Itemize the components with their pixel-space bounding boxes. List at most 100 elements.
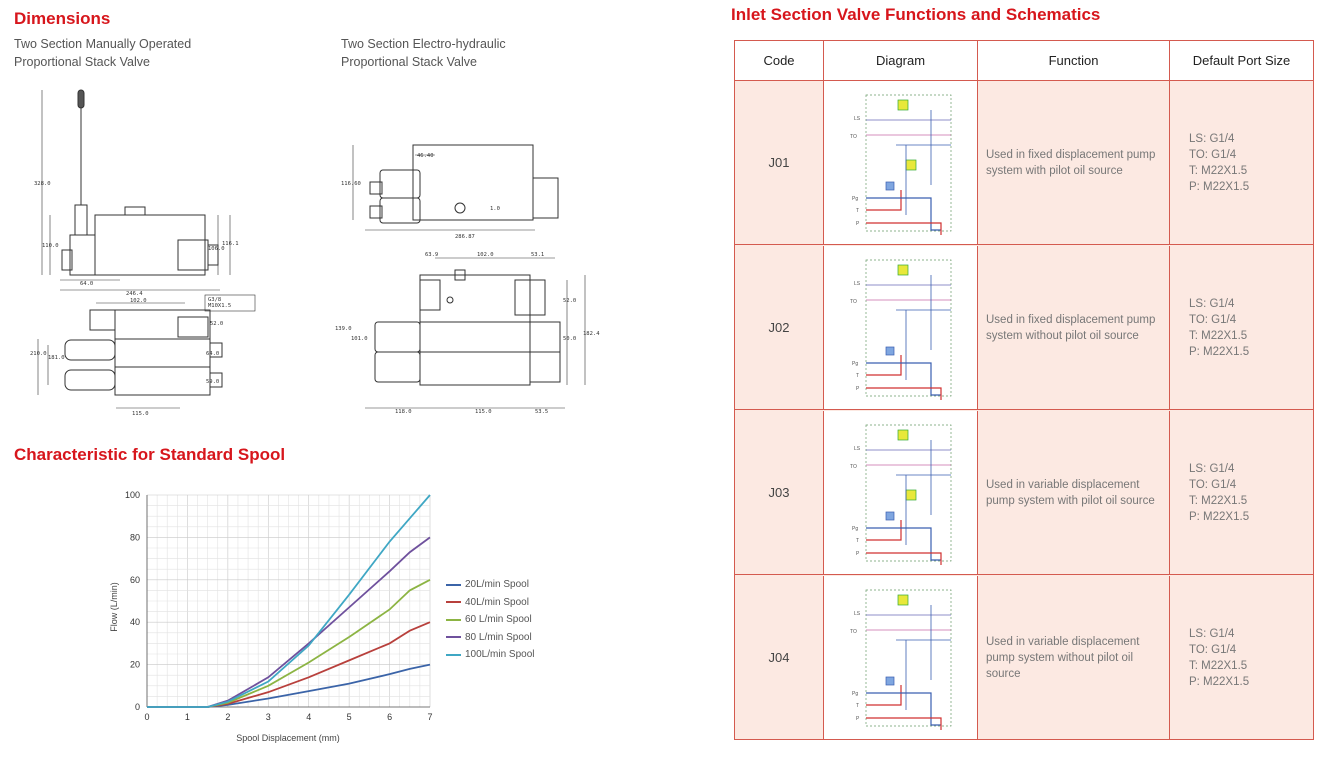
legend-item: 100L/min Spool xyxy=(446,646,535,664)
dim-label: 181.0 xyxy=(48,355,65,361)
dim-label: 64.0 xyxy=(206,351,219,357)
chart-legend: 20L/min Spool 40L/min Spool 60 L/min Spool… xyxy=(446,576,535,664)
hydraulic-schematic: LS TO PgT P xyxy=(850,589,951,730)
x-tick-label: 7 xyxy=(427,712,432,722)
row-function: Used in fixed displacement pump system w… xyxy=(978,246,1170,409)
dim-label: 102.0 xyxy=(130,298,147,304)
dim-label: 246.4 xyxy=(126,291,143,297)
port-label: LS xyxy=(854,281,861,287)
row-port-size: LS: G1/4 TO: G1/4 T: M22X1.5 P: M22X1.5 xyxy=(1189,627,1250,688)
y-tick-label: 100 xyxy=(125,490,140,500)
y-tick-label: 40 xyxy=(130,617,140,627)
row-function: Used in variable displacement pump syste… xyxy=(978,576,1170,739)
legend-label: 20L/min Spool xyxy=(465,579,529,591)
x-tick-label: 6 xyxy=(387,712,392,722)
dim-label: 110.0 xyxy=(42,243,59,249)
header-diagram: Diagram xyxy=(824,41,978,80)
dim-label: 106.0 xyxy=(208,246,225,252)
legend-swatch xyxy=(446,618,461,621)
row-code: J02 xyxy=(735,246,824,409)
port-label: Pg xyxy=(852,196,858,202)
port-label: TO xyxy=(850,629,857,635)
port-label: Pg xyxy=(852,691,858,697)
y-tick-label: 60 xyxy=(130,575,140,585)
legend-label: 100L/min Spool xyxy=(465,649,535,661)
characteristic-title: Characteristic for Standard Spool xyxy=(14,445,286,464)
dim-label: 46.40 xyxy=(417,153,434,159)
port-label: Pg xyxy=(852,526,858,532)
dim-label: 1.0 xyxy=(490,206,500,212)
manual-valve-caption-line2: Proportional Stack Valve xyxy=(14,55,150,69)
manual-valve-drawing: 328.0 110.0 106.0 116.1 64.0 246.4 102.0… xyxy=(30,85,290,425)
port-label: P xyxy=(856,551,860,557)
dim-label: 53.5 xyxy=(535,409,548,415)
electro-valve-caption-line2: Proportional Stack Valve xyxy=(341,55,477,69)
dim-label: 210.0 xyxy=(30,351,47,357)
inlet-table: Code Diagram Function Default Port Size … xyxy=(734,40,1314,740)
dim-label: 116.60 xyxy=(341,181,361,187)
legend-item: 20L/min Spool xyxy=(446,576,535,594)
x-tick-label: 1 xyxy=(185,712,190,722)
y-tick-label: 80 xyxy=(130,532,140,542)
x-tick-label: 3 xyxy=(266,712,271,722)
dim-label: G3/8 xyxy=(208,297,221,303)
header-port: Default Port Size xyxy=(1192,52,1291,68)
dim-label: 63.9 xyxy=(425,252,438,258)
row-function: Used in fixed displacement pump system w… xyxy=(978,81,1170,244)
port-label: T xyxy=(856,703,859,709)
row-port-size: LS: G1/4 TO: G1/4 T: M22X1.5 P: M22X1.5 xyxy=(1189,132,1250,193)
port-label: LS xyxy=(854,116,861,122)
y-tick-label: 0 xyxy=(135,702,140,712)
legend-item: 80 L/min Spool xyxy=(446,629,535,647)
legend-label: 60 L/min Spool xyxy=(465,614,532,626)
series-line xyxy=(147,494,431,708)
dim-label: 115.0 xyxy=(475,409,492,415)
port-label: LS xyxy=(854,611,861,617)
dim-label: 52.0 xyxy=(210,321,223,327)
legend-item: 40L/min Spool xyxy=(446,594,535,612)
legend-swatch xyxy=(446,583,461,586)
dim-label: M10X1.5 xyxy=(208,303,231,309)
port-label: Pg xyxy=(852,361,858,367)
port-label: P xyxy=(856,716,860,722)
x-tick-label: 5 xyxy=(347,712,352,722)
chart-ylabel: Flow (L/min) xyxy=(109,582,119,632)
dim-label: 118.0 xyxy=(395,409,412,415)
dim-label: 182.4 xyxy=(583,331,600,337)
manual-valve-caption: Two Section Manually Operated Proportion… xyxy=(14,35,191,71)
port-label: TO xyxy=(850,134,857,140)
legend-label: 80 L/min Spool xyxy=(465,631,532,643)
row-code: J04 xyxy=(735,576,824,739)
header-function: Function xyxy=(978,41,1170,80)
port-label: TO xyxy=(850,464,857,470)
manual-valve-caption-line1: Two Section Manually Operated xyxy=(14,37,192,51)
dim-label: 64.0 xyxy=(80,281,93,287)
dim-label: 116.1 xyxy=(222,241,239,247)
dimensions-title: Dimensions xyxy=(14,9,111,28)
x-tick-label: 0 xyxy=(144,712,149,722)
table-header: Code Diagram Function Default Port Size xyxy=(735,41,1313,81)
y-tick-label: 20 xyxy=(130,660,140,670)
chart-xlabel: Spool Displacement (mm) xyxy=(236,733,340,743)
port-label: P xyxy=(856,386,860,392)
dim-label: 50.0 xyxy=(563,336,576,342)
port-label: LS xyxy=(854,446,861,452)
port-label: T xyxy=(856,208,859,214)
dim-label: 53.1 xyxy=(531,252,544,258)
dim-label: 328.0 xyxy=(34,181,51,187)
dim-label: 115.0 xyxy=(132,411,149,417)
dim-label: 286.87 xyxy=(455,234,475,240)
legend-swatch xyxy=(446,653,461,656)
electro-valve-drawing: 46.40 116.60 1.0 286.87 63.9 102.0 53.1 … xyxy=(335,130,605,420)
